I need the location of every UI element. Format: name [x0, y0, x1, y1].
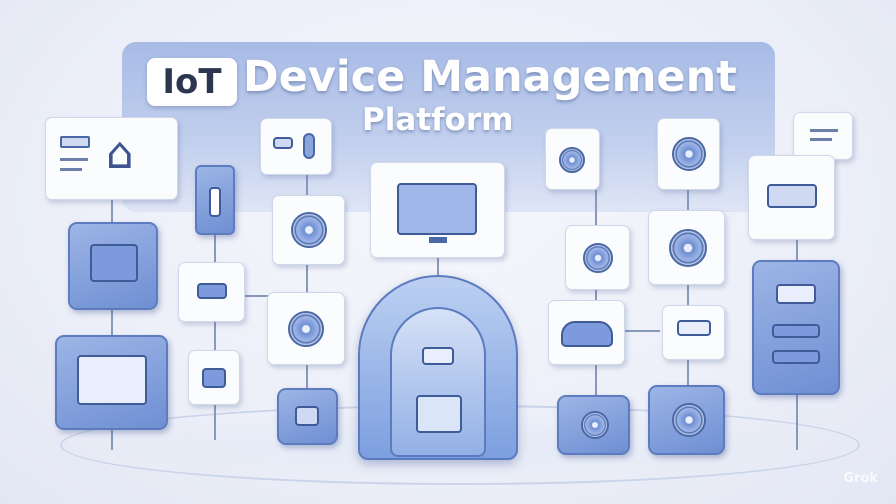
car-icon — [561, 321, 613, 347]
info-card[interactable] — [793, 112, 853, 160]
connector-line — [437, 258, 439, 278]
smart-home-card[interactable]: ⌂ — [45, 117, 178, 200]
speaker-device[interactable] — [648, 385, 725, 455]
connector-line — [111, 200, 113, 450]
panel-card[interactable] — [748, 155, 835, 240]
thermostat-device[interactable] — [557, 395, 630, 455]
switch-card[interactable] — [260, 118, 332, 175]
sensor-card[interactable] — [662, 305, 725, 360]
page-subtitle: Platform — [362, 102, 514, 138]
speaker-card[interactable] — [565, 225, 630, 290]
camera-card[interactable] — [545, 128, 600, 190]
monitor-device[interactable] — [55, 335, 168, 430]
server-device[interactable] — [752, 260, 840, 395]
connector-line — [214, 235, 216, 440]
camera-card[interactable] — [272, 195, 345, 265]
router-device[interactable] — [195, 165, 235, 235]
page-title: Device Management — [243, 52, 737, 102]
hub-device[interactable] — [277, 388, 338, 445]
lock-card[interactable] — [267, 292, 345, 365]
iot-badge: IoT — [147, 58, 237, 106]
display-card[interactable] — [188, 350, 240, 405]
tablet-device[interactable] — [68, 222, 158, 310]
connector-line — [245, 295, 270, 297]
gateway-device[interactable] — [358, 275, 518, 460]
house-icon: ⌂ — [106, 128, 134, 179]
central-monitor-card[interactable] — [370, 162, 505, 258]
connector-line — [625, 330, 660, 332]
camera-card[interactable] — [648, 210, 725, 285]
sensor-card[interactable] — [178, 262, 245, 322]
doorbell-card[interactable] — [657, 118, 720, 190]
car-card[interactable] — [548, 300, 625, 365]
watermark: Grok — [843, 471, 878, 486]
